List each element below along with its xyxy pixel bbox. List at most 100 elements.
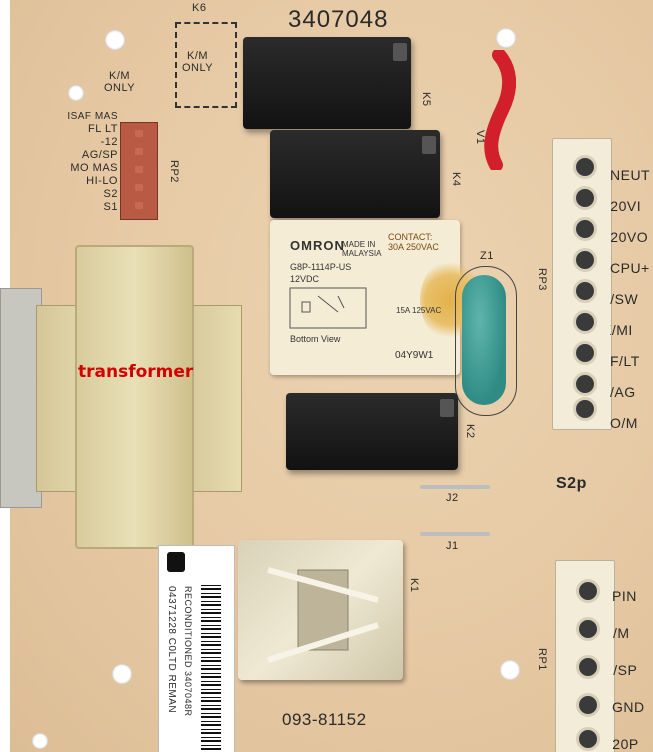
rp3-pin: K/MI	[610, 322, 633, 338]
mounting-hole	[68, 85, 84, 101]
rp2-pin: -12	[100, 136, 118, 148]
corner-mark: S2p	[556, 475, 587, 492]
transformer-annotation: transformer	[78, 362, 194, 382]
rp2-header-pin	[135, 166, 143, 173]
relay-k2	[286, 393, 458, 470]
rp2-pin: HI-LO	[86, 175, 118, 187]
capacitor-z1	[462, 275, 506, 405]
relay-k4-label: K4	[450, 172, 462, 187]
rp3-pin: F/LT	[610, 353, 640, 369]
rp1-pin: 120P	[612, 736, 639, 752]
rp3-pin: CPU+	[610, 260, 650, 276]
jumper-j1	[420, 532, 490, 536]
z1-label: Z1	[480, 250, 494, 262]
rp2-pin: S1	[103, 201, 118, 213]
rp2-label: RP2	[168, 160, 180, 183]
sticker-line2: RECONDITIONED 3407048R	[183, 586, 193, 717]
rp3-pin: 120VI	[610, 198, 642, 214]
rp2-header-pin	[135, 130, 143, 137]
rp2-pin: MO MAS	[70, 162, 118, 174]
rp1-label: RP1	[536, 648, 548, 671]
relay-k4	[270, 130, 440, 218]
connector-pin	[576, 579, 600, 603]
rp1-pin: AG/SP	[612, 662, 638, 678]
connector-pin	[573, 310, 597, 334]
reman-sticker: 04371228 C0LTD REMAN RECONDITIONED 34070…	[158, 545, 235, 752]
omron-bottom-view: Bottom View	[290, 334, 341, 344]
mounting-hole	[496, 28, 516, 48]
part-number-bottom: 093-81152	[282, 710, 367, 729]
relay-k2-label: K2	[464, 424, 476, 439]
rp3-pin: /AG	[610, 384, 636, 400]
rp2-pin-labels: ISAF MAS FL LT -12 AG/SP MO MAS HI-LO S2…	[48, 110, 118, 214]
relay-k1-label: K1	[408, 578, 420, 593]
rp1-pin: HI/M	[612, 625, 630, 641]
omron-date-code: 04Y9W1	[395, 350, 434, 361]
connector-pin	[573, 217, 597, 241]
sticker-logo	[167, 552, 185, 572]
jumper-j2-label: J2	[446, 492, 459, 504]
connector-pin	[573, 186, 597, 210]
mounting-hole	[32, 733, 48, 749]
rp2-pin: ISAF MAS	[67, 111, 118, 122]
connector-pin	[573, 279, 597, 303]
relay-k5-label: K5	[420, 92, 432, 107]
connector-pin	[576, 727, 600, 751]
jumper-j2	[420, 485, 490, 489]
sticker-line1: 04371228 C0LTD REMAN	[166, 586, 177, 714]
rp3-pin-labels: NEUT 120VI 120VO CPU+ L/SW K/MI F/LT /AG…	[610, 160, 653, 439]
varistor-v1-label: V1	[474, 130, 486, 145]
connector-pin	[573, 248, 597, 272]
rp3-pin: O/M	[610, 415, 638, 431]
connector-pin	[576, 693, 600, 717]
omron-voltage: 12VDC	[290, 274, 320, 284]
omron-rating: 15A 125VAC	[396, 306, 442, 315]
k6-km-only: K/M ONLY	[182, 50, 214, 74]
connector-pin	[576, 617, 600, 641]
omron-brand: OMRON	[290, 238, 345, 253]
omron-pin-diagram	[289, 287, 367, 329]
rp3-label: RP3	[536, 268, 548, 291]
varistor-body	[484, 50, 516, 170]
k6-outline	[175, 22, 237, 108]
rp3-pin: L/SW	[610, 291, 639, 307]
mounting-hole	[500, 660, 520, 680]
jumper-j1-label: J1	[446, 540, 459, 552]
omron-model: G8P-1114P-US	[290, 262, 352, 272]
rp2-pin: AG/SP	[81, 149, 118, 161]
rp2-header-pin	[135, 202, 143, 209]
rp3-pin: NEUT	[610, 167, 651, 183]
rp1-pin: GND	[612, 699, 645, 715]
rp1-pin: PIN	[612, 588, 637, 604]
rp3-pin: 120VO	[610, 229, 649, 245]
rp2-pin: FL LT	[87, 123, 118, 135]
relay-k1	[238, 540, 403, 680]
connector-rp1	[555, 560, 615, 752]
k6-label: K6	[192, 2, 207, 14]
relay-cap	[440, 399, 454, 417]
connector-pin	[573, 341, 597, 365]
part-number-top: 3407048	[288, 6, 389, 33]
relay-cap	[422, 136, 436, 154]
mounting-hole	[112, 664, 132, 684]
omron-relay: OMRON MADE IN MALAYSIA CONTACT: 30A 250V…	[270, 220, 480, 375]
connector-pin	[573, 155, 597, 179]
transformer-bobbin	[75, 245, 194, 549]
km-only-left: K/M ONLY	[104, 70, 136, 94]
relay-cap	[393, 43, 407, 61]
relay-k5	[243, 37, 411, 129]
z1-outline	[455, 266, 517, 416]
connector-pin	[573, 372, 597, 396]
varistor-v1	[484, 50, 516, 170]
relay-k1-contacts	[267, 567, 379, 663]
rp1-pin-labels: PIN HI/M AG/SP GND 120P	[612, 578, 653, 752]
connector-pin	[576, 655, 600, 679]
rp2-header-pin	[135, 184, 143, 191]
rp2-header-pin	[135, 148, 143, 155]
rp2-pin: S2	[103, 188, 118, 200]
connector-rp3	[552, 138, 612, 430]
connector-pin	[573, 397, 597, 421]
omron-contact: CONTACT: 30A 250VAC	[388, 232, 439, 252]
sticker-barcode	[201, 582, 221, 750]
